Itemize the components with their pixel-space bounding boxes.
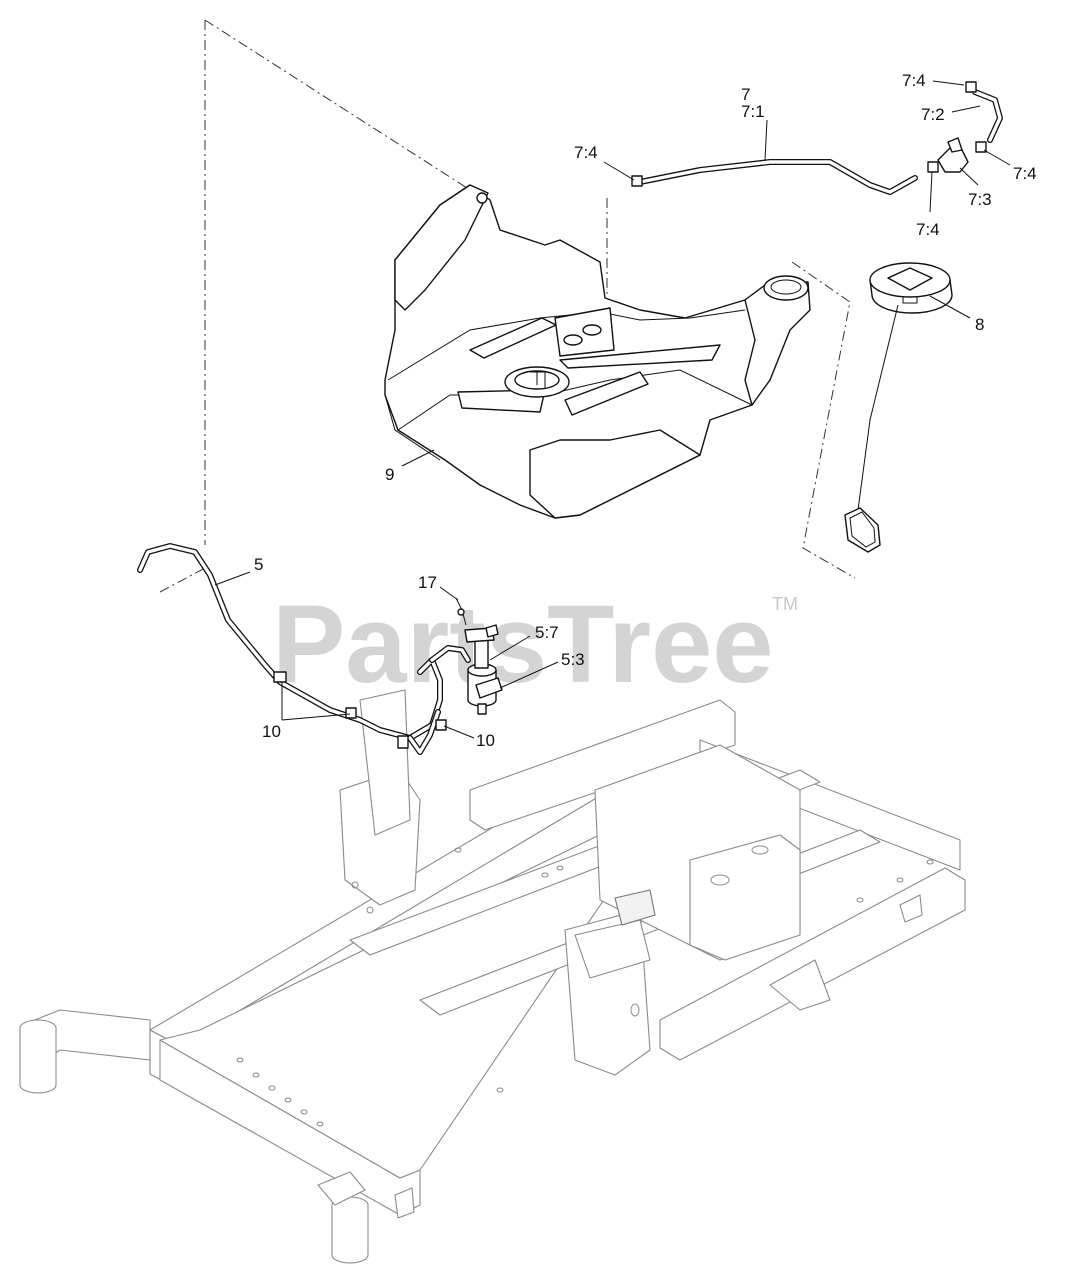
leader-9 <box>401 449 435 467</box>
frame-upright-center-top <box>574 919 651 979</box>
leader-7-4-top <box>932 80 965 86</box>
vent-valve-top <box>947 137 963 153</box>
fuel-tank-port-2 <box>582 324 602 336</box>
frame-bracket-right <box>689 834 801 961</box>
callout-labels: 7 7:1 7:4 7:2 7:4 7:4 7:3 7:4 8 9 5 17 5… <box>254 71 1037 750</box>
vent-clamp-right <box>975 141 987 153</box>
fuel-cap-grip <box>887 267 933 291</box>
fuel-tank-filler-neck <box>744 281 811 406</box>
fuel-tank-edge <box>384 394 441 461</box>
fuel-cap-gasket-inner <box>849 511 876 548</box>
callout-5: 5 <box>254 555 263 574</box>
leader-8 <box>929 295 971 319</box>
leader-17 <box>439 586 459 601</box>
leader-7-1 <box>764 119 768 161</box>
fuel-wire-end <box>457 608 465 616</box>
leader-5 <box>214 571 251 586</box>
callout-9: 9 <box>385 465 394 484</box>
fuel-clamp-2 <box>345 707 357 719</box>
fuel-tank-lower-ridge <box>397 369 753 431</box>
fuel-tank-filler-inner <box>770 279 802 295</box>
fuel-hose-assembly <box>137 543 503 755</box>
callout-10-right: 10 <box>476 731 495 750</box>
caster-tube-left <box>19 1028 57 1094</box>
leader-lines <box>214 80 1011 739</box>
assembly-line-hose <box>159 567 206 593</box>
fuel-pump-fitting <box>530 371 546 388</box>
fuel-clamp-3 <box>435 719 447 731</box>
leader-5-3 <box>499 661 559 689</box>
callout-5-7: 5:7 <box>535 623 559 642</box>
assembly-line-cap <box>791 261 856 579</box>
assembly-line-top <box>204 19 479 196</box>
watermark-text: PartsTree <box>272 583 773 706</box>
fuel-clamp-4 <box>397 735 409 749</box>
leader-7-4-bottom <box>929 171 933 213</box>
caster-tube-right <box>331 1205 369 1264</box>
callout-7-4-top: 7:4 <box>902 71 926 90</box>
frame-tab-front <box>394 1187 415 1219</box>
frame-rail-right-top <box>469 699 736 831</box>
fuel-clamp-1 <box>273 671 287 683</box>
callout-7: 7 <box>741 85 750 104</box>
fuel-cap-tether <box>857 304 899 511</box>
leader-7-3 <box>959 167 979 186</box>
fuel-tank-port-1 <box>563 334 583 346</box>
fuel-cap-assembly <box>844 262 953 553</box>
fuel-filter-outlet <box>477 703 487 715</box>
fuel-tank-vent-port <box>476 192 488 204</box>
callout-7-2: 7:2 <box>921 105 945 124</box>
frame-caster-bracket <box>317 1171 366 1206</box>
callout-5-3: 5:3 <box>561 650 585 669</box>
callout-7-3: 7:3 <box>968 190 992 209</box>
watermark-trademark: TM <box>772 594 798 614</box>
callout-8: 8 <box>975 315 984 334</box>
fuel-pickup-nipple <box>485 624 499 638</box>
callout-7-4-left: 7:4 <box>574 143 598 162</box>
assembly-lines <box>159 19 856 593</box>
fuel-tank-recess-4 <box>559 344 721 369</box>
vent-clamp-top <box>965 81 977 93</box>
leader-10-left <box>281 682 351 721</box>
leader-7-2 <box>951 105 981 113</box>
fuel-tank-recess-3 <box>564 371 649 416</box>
leader-10-right <box>443 725 475 739</box>
fuel-filter-bracket <box>475 677 503 699</box>
callout-7-4-bottom: 7:4 <box>916 220 940 239</box>
leader-5-7 <box>489 635 531 661</box>
vent-clamp-bottom <box>927 161 939 173</box>
frame-holes <box>236 845 934 1127</box>
leader-7-4-right <box>983 149 1011 166</box>
watermark: PartsTree TM <box>272 583 798 706</box>
callout-7-4-right: 7:4 <box>1013 164 1037 183</box>
vent-clamp-left <box>631 175 643 187</box>
fuel-tank-front-wall <box>529 429 701 519</box>
fuel-cap-tab <box>902 296 918 304</box>
fuel-cap-gasket <box>844 507 881 553</box>
vent-hose-assembly <box>631 81 1003 195</box>
frame-pivot-bracket <box>769 959 831 1011</box>
frame-bracket-small <box>614 889 656 926</box>
fuel-tank-rear-tower <box>394 184 489 311</box>
fuel-pickup-tube <box>474 639 489 669</box>
fuel-tank <box>384 184 811 519</box>
callout-17: 17 <box>418 573 437 592</box>
chassis-frame <box>19 689 966 1264</box>
frame-tab-right <box>899 894 923 923</box>
leader-7-4-left <box>603 161 635 181</box>
callout-7-1: 7:1 <box>741 102 765 121</box>
callout-10-left: 10 <box>262 722 281 741</box>
